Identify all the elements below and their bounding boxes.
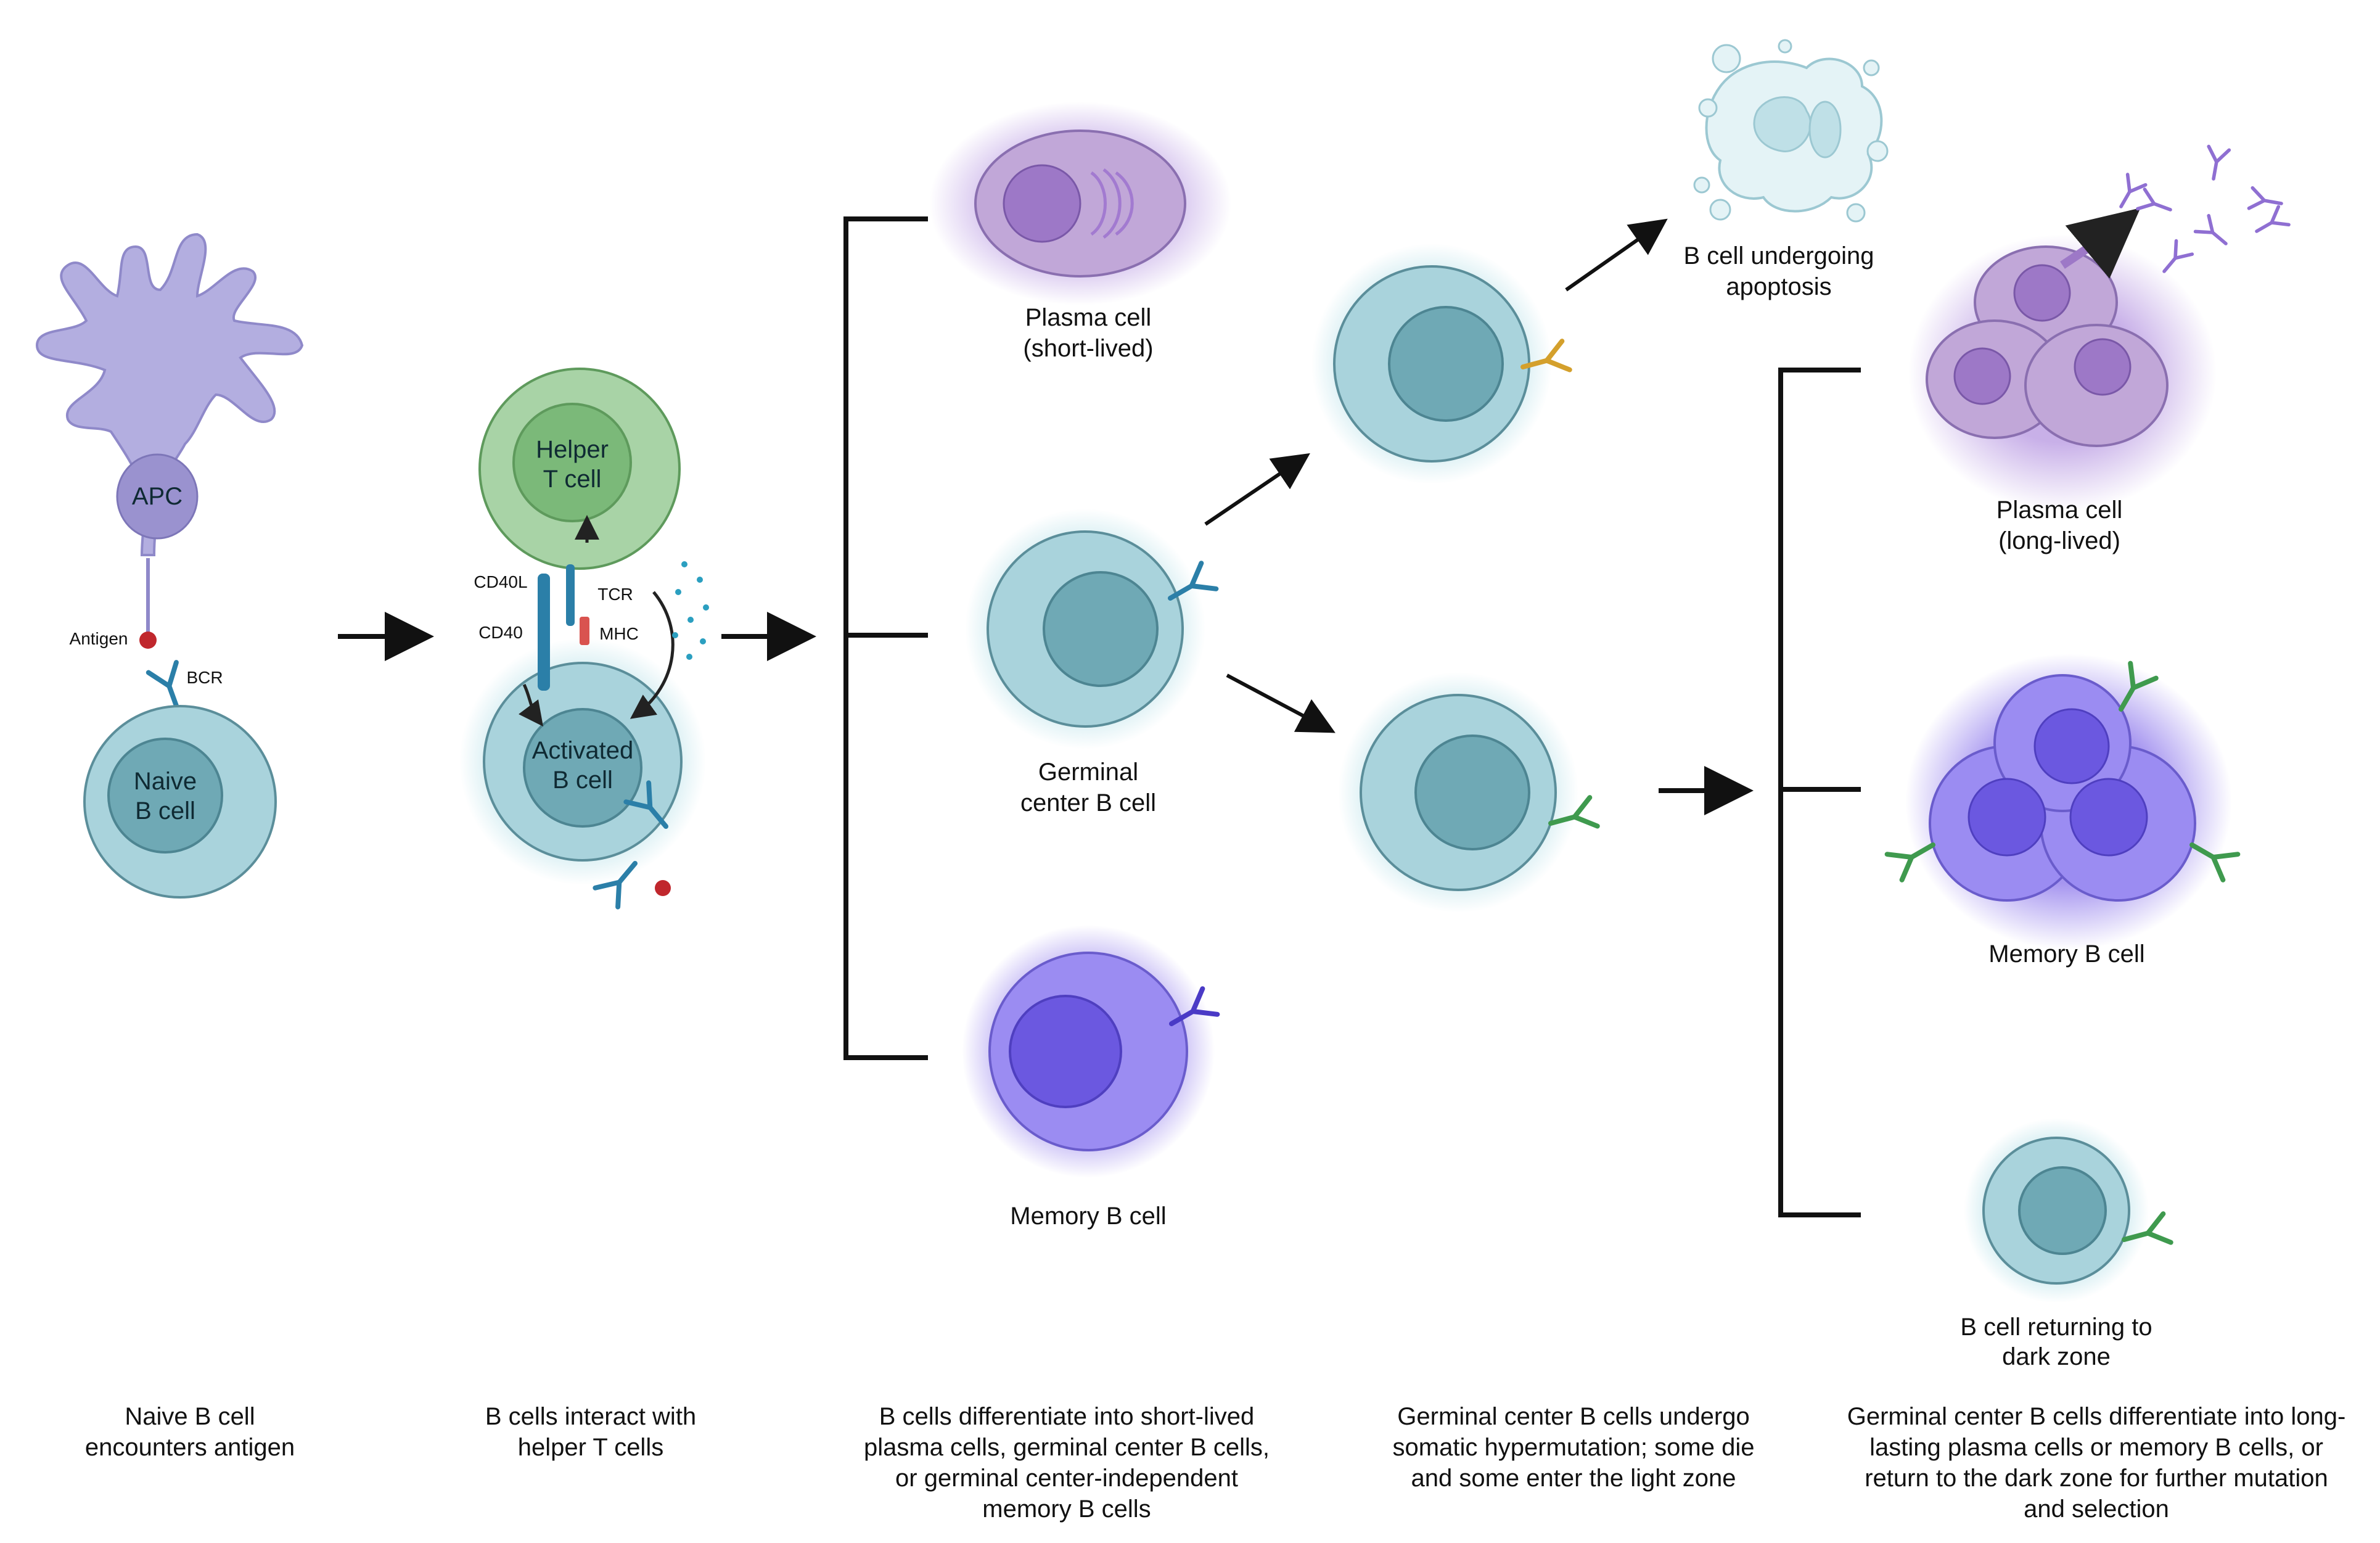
caption-4-line-3: and some enter the light zone: [1411, 1465, 1736, 1492]
caption-stage-2: B cells interact with helper T cells: [485, 1403, 696, 1461]
naive-b-cell: Naive B cell: [83, 705, 277, 899]
caption-5-line-2: lasting plasma cells or memory B cells, …: [1869, 1434, 2323, 1461]
caption-stage-3: B cells differentiate into short-lived p…: [864, 1403, 1270, 1523]
gc-top-nucleus: [1388, 306, 1504, 422]
arrow-to-apoptosis: [1565, 218, 1668, 292]
caption-5-line-1: Germinal center B cells differentiate in…: [1847, 1403, 2346, 1430]
plasma-long-nucleus-2: [1953, 347, 2011, 405]
memory-b-cell-left: Memory B cell: [962, 925, 1217, 1230]
gc-bottom-nucleus: [1414, 734, 1530, 850]
memory-b-cells-right: Memory B cell: [1887, 654, 2238, 968]
activated-label-2: B cell: [552, 767, 613, 794]
cd40-label: CD40: [478, 623, 523, 642]
returning-label-2: dark zone: [2002, 1343, 2111, 1370]
gc-b-cell-top: [1311, 244, 1570, 484]
tcr-molecule: [566, 564, 575, 626]
branch-bracket-2: [1778, 368, 1861, 1217]
plasma-short-label-1: Plasma cell: [1025, 304, 1152, 331]
apc-nucleus: [116, 453, 199, 540]
activated-label-1: Activated: [532, 737, 634, 764]
activated-nucleus: [523, 708, 642, 828]
germinal-nucleus: [1043, 571, 1159, 687]
apc-cell: APC: [35, 232, 304, 556]
naive-label-2: B cell: [135, 797, 195, 825]
apoptosis-label-2: apoptosis: [1726, 273, 1831, 300]
helper-nucleus: [512, 403, 632, 522]
signal-arrow-right: [630, 591, 675, 719]
plasma-long-label-1: Plasma cell: [1996, 496, 2123, 524]
bcr-label: BCR: [186, 668, 223, 687]
helper-label-1: Helper: [536, 436, 609, 463]
caption-stage-4: Germinal center B cells undergo somatic …: [1393, 1403, 1755, 1492]
memory-left-label: Memory B cell: [1010, 1203, 1166, 1230]
helper-t-cell: Helper T cell: [478, 368, 681, 570]
caption-3-line-2: plasma cells, germinal center B cells,: [864, 1434, 1270, 1461]
germinal-label-2: center B cell: [1020, 789, 1156, 817]
activated-b-cell: Activated B cell: [459, 591, 706, 907]
caption-2-line-1: B cells interact with: [485, 1403, 696, 1430]
plasma-long-nucleus-3: [2074, 338, 2132, 396]
caption-1-line-2: encounters antigen: [85, 1434, 295, 1461]
plasma-long-label-2: (long-lived): [1998, 527, 2120, 554]
caption-2-line-2: helper T cells: [518, 1434, 663, 1461]
bound-antigen: [655, 880, 671, 896]
antigen-bcr: Antigen BCR: [70, 558, 223, 714]
caption-4-line-1: Germinal center B cells undergo: [1397, 1403, 1749, 1430]
caption-1-line-1: Naive B cell: [125, 1403, 255, 1430]
branch-bracket-1: [843, 216, 928, 1060]
caption-5-line-3: return to the dark zone for further muta…: [1865, 1465, 2328, 1492]
apoptosis-label-1: B cell undergoing: [1683, 242, 1874, 270]
caption-3-line-4: memory B cells: [982, 1496, 1151, 1523]
memory-right-nucleus-2: [2069, 778, 2148, 857]
mhc-molecule: [580, 617, 589, 645]
returning-label-1: B cell returning to: [1960, 1314, 2152, 1341]
returning-b-cell: B cell returning to dark zone: [1960, 1118, 2170, 1370]
caption-3-line-1: B cells differentiate into short-lived: [879, 1403, 1254, 1430]
memory-right-nucleus-3: [2033, 708, 2110, 784]
antigen-label: Antigen: [70, 629, 128, 648]
cd40l-cd40-pair: [538, 574, 550, 691]
naive-label-1: Naive: [134, 768, 197, 795]
signal-arrow-left: [519, 683, 543, 727]
plasma-short-nucleus: [1003, 164, 1081, 243]
synapse-molecules: CD40L CD40 TCR MHC: [474, 561, 709, 691]
cd40l-label: CD40L: [474, 572, 527, 591]
arrow-to-selected: [1204, 453, 1310, 526]
plasma-short-er: [1090, 168, 1134, 239]
caption-stage-5: Germinal center B cells differentiate in…: [1847, 1403, 2346, 1523]
plasma-short-cell: Plasma cell (short-lived): [929, 102, 1231, 362]
secretion-arrow: [2060, 208, 2141, 279]
memory-left-nucleus: [1009, 995, 1122, 1108]
plasma-long-nucleus-1: [2013, 264, 2071, 322]
helper-label-2: T cell: [543, 466, 602, 493]
memory-right-nucleus-1: [1968, 778, 2046, 857]
apoptotic-fragment-1: [1753, 96, 1812, 152]
returning-nucleus: [2018, 1166, 2107, 1255]
arrow-to-light-zone: [1226, 673, 1336, 733]
mhc-label: MHC: [599, 624, 639, 643]
antigen-dot: [139, 632, 157, 649]
caption-5-line-4: and selection: [2024, 1496, 2169, 1523]
caption-4-line-2: somatic hypermutation; some die: [1393, 1434, 1755, 1461]
caption-stage-1: Naive B cell encounters antigen: [85, 1403, 295, 1461]
apoptotic-cell: B cell undergoing apoptosis: [1683, 39, 1889, 300]
caption-3-line-3: or germinal center-independent: [895, 1465, 1238, 1492]
apoptotic-blebs: [1693, 39, 1889, 223]
memory-right-label: Memory B cell: [1988, 940, 2144, 968]
plasma-short-label-2: (short-lived): [1023, 335, 1153, 362]
apc-label: APC: [132, 483, 183, 510]
germinal-label-1: Germinal: [1038, 759, 1138, 786]
gc-b-cell-bottom: [1338, 672, 1598, 913]
naive-nucleus: [107, 738, 223, 854]
germinal-center-cell: Germinal center B cell: [965, 509, 1216, 817]
cytokine-dots: [672, 561, 709, 660]
tcr-label: TCR: [597, 585, 633, 604]
apoptotic-fragment-2: [1808, 101, 1842, 158]
plasma-long-cells: Plasma cell (long-lived): [1908, 146, 2289, 554]
